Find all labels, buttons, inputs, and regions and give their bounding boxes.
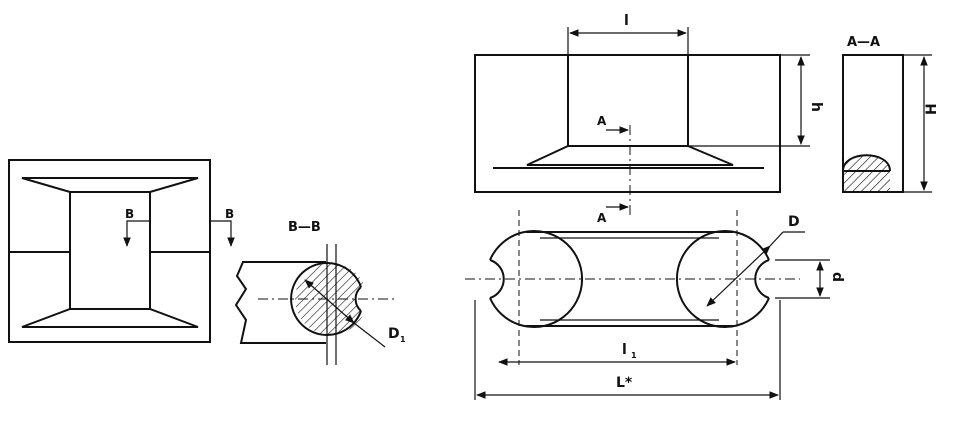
d1-label: D (388, 326, 400, 342)
arrow-b-right-label: B (225, 207, 234, 221)
arrow-b-left-label: B (125, 207, 134, 221)
left-top-view: B B (8, 159, 235, 343)
top-view: D d l 1 L* (465, 210, 845, 400)
l-top-label: l (624, 13, 629, 29)
l-star-label: L* (616, 375, 633, 391)
h-small-label: h (808, 102, 824, 112)
arrow-a-top-label: A (597, 114, 607, 128)
d-small-label: d (829, 272, 845, 282)
section-aa-title: A—A (847, 35, 880, 50)
d1-subscript: 1 (400, 335, 406, 344)
d-big-label: D (788, 214, 800, 230)
section-bb-title: B—B (288, 220, 321, 235)
arrow-a-bottom-label: A (597, 211, 607, 225)
l1-subscript: 1 (631, 351, 637, 360)
section-bb: B—B D 1 (234, 220, 406, 365)
section-aa: A—A H (842, 35, 940, 193)
front-view: l h A A (474, 13, 824, 225)
h-big-label: H (924, 103, 940, 115)
l1-label: l (622, 342, 627, 358)
